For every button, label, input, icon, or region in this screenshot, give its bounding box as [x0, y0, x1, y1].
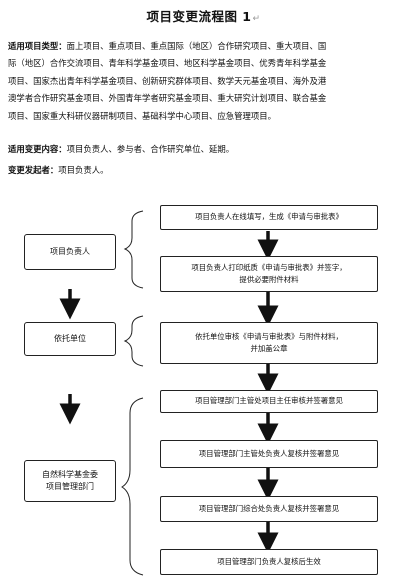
- role-box-nsfc-management: 自然科学基金委 项目管理部门: [24, 460, 116, 502]
- brace-3: [121, 397, 144, 576]
- applicable-project-types: 适用项目类型：面上项目、重点项目、重点国际（地区）合作研究项目、重大项目、国 际…: [8, 41, 327, 121]
- role-box-project-leader: 项目负责人: [24, 234, 116, 270]
- step-box-1: 项目负责人在线填写，生成《申请与审批表》: [160, 205, 378, 230]
- role-box-host-institution: 依托单位: [24, 322, 116, 356]
- change-initiator: 变更发起者：项目负责人。: [8, 165, 109, 175]
- step-box-6: 项目管理部门综合处负责人复核并签署意见: [160, 496, 378, 522]
- page-title: 项目变更流程图 1↵: [146, 9, 261, 24]
- brace-1: [123, 210, 144, 289]
- step-box-5: 项目管理部门主管处负责人复核并签署意见: [160, 440, 378, 468]
- applicable-change-content: 适用变更内容：项目负责人、参与者、合作研究单位、延期。: [8, 144, 235, 154]
- step-box-2: 项目负责人打印纸质《申请与审批表》并签字， 提供必要附件材料: [160, 256, 378, 292]
- brace-2: [123, 315, 144, 367]
- step-box-7: 项目管理部门负责人复核后生效: [160, 549, 378, 575]
- step-box-4: 项目管理部门主管处项目主任审核并签署意见: [160, 390, 378, 413]
- step-box-3: 依托单位审核《申请与审批表》与附件材料， 并加盖公章: [160, 322, 378, 364]
